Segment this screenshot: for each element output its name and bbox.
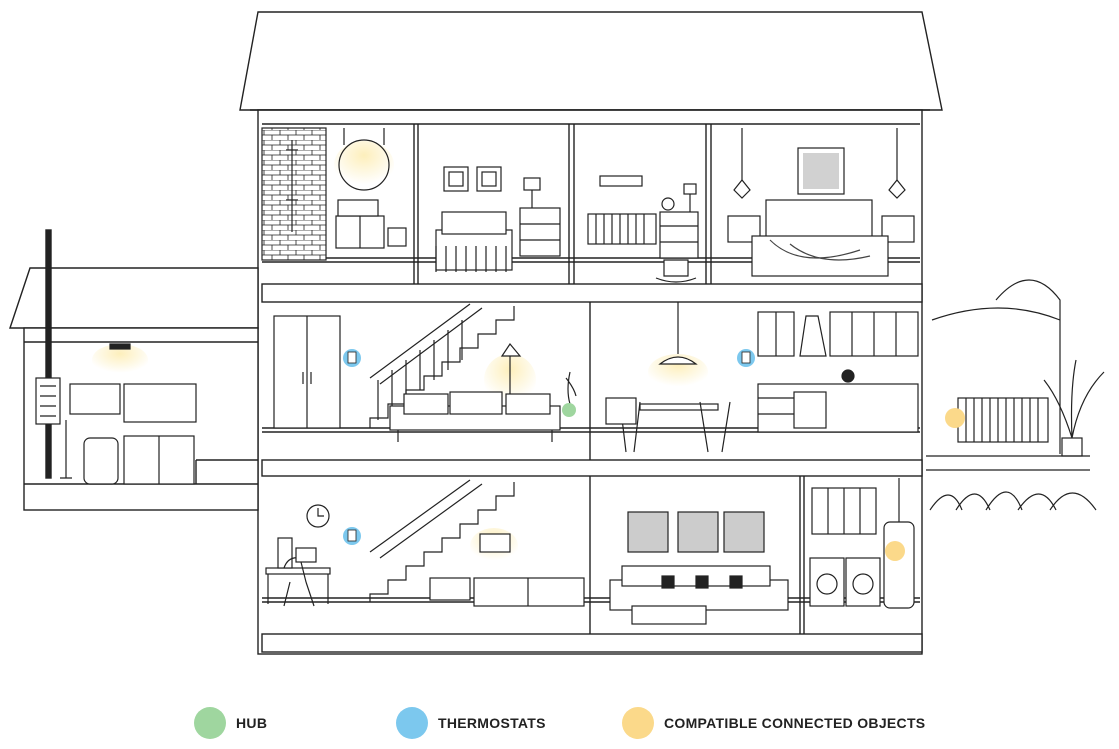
connected-object-marker-spa [945,408,965,428]
device-markers [343,349,965,561]
connected-object-dot-icon [622,707,654,739]
floor-slab-top [261,283,923,303]
staircase-lower [369,479,515,602]
floor-slab-middle [261,459,923,477]
house-cross-section [9,11,1105,655]
round-mirror [338,139,390,191]
hallway [273,315,341,429]
legend-label-hub: HUB [236,715,268,731]
terrace [926,279,1105,511]
thermostat-dot-icon [396,707,428,739]
legend-item-compatible: COMPATIBLE CONNECTED OBJECTS [622,705,925,741]
floor-slab-bottom [261,633,923,653]
connected-object-marker-water-heater [885,541,905,561]
bathroom [261,127,407,261]
bedroom-child [435,166,561,272]
lounge [429,511,789,625]
legend-item-hub: HUB [194,705,267,741]
legend: HUB THERMOSTATS COMPATIBLE CONNECTED OBJ… [0,705,1119,741]
master-bedroom [727,128,915,277]
legend-label-compatible: COMPATIBLE CONNECTED OBJECTS [664,715,926,731]
laundry [809,478,915,609]
nursery [587,175,699,283]
office [265,504,331,607]
hub-dot-icon [194,707,226,739]
house-roof [239,11,943,111]
kitchen [605,302,919,453]
legend-label-thermostats: THERMOSTATS [438,715,546,731]
garage [35,343,197,485]
staircase-upper [369,303,515,428]
legend-item-thermostats: THERMOSTATS [396,705,546,741]
hub-marker [562,403,576,417]
living-room [389,342,577,442]
